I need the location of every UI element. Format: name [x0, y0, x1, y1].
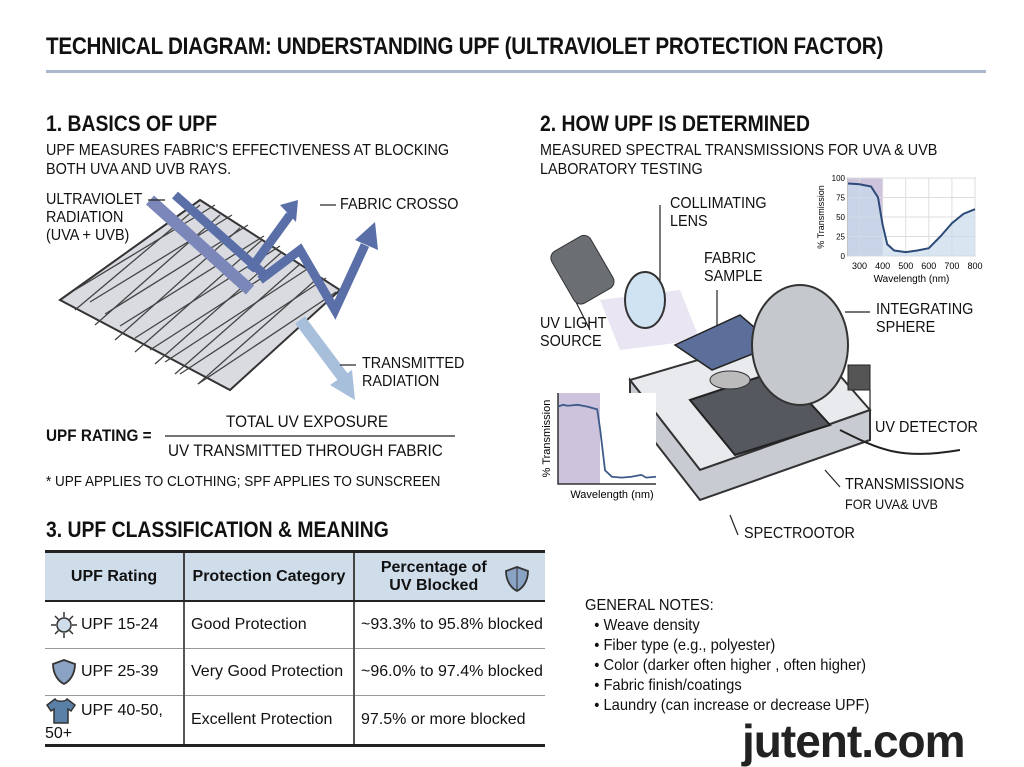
transmissions-sub-label: FOR UVA& UVB: [845, 496, 938, 512]
label-line: ULTRAVIOLET: [46, 191, 143, 208]
spectro-label: SPECTROOTOR: [744, 525, 855, 542]
x-tick-label: 800: [967, 261, 982, 271]
section2-heading: 2. HOW UPF IS DETERMINED: [540, 111, 810, 136]
table-row: UPF 15-24 Good Protection ~93.3% to 95.8…: [45, 601, 545, 649]
note-item: • Fabric finish/coatings: [594, 677, 742, 694]
category: Good Protection: [184, 601, 355, 649]
desc-line: UPF MEASURES FABRIC'S EFFECTIVENESS AT B…: [46, 142, 450, 159]
table-row: UPF 40-50, 50+ Excellent Protection 97.5…: [45, 695, 545, 747]
tshirt-icon: [45, 697, 77, 724]
y-tick-label: 100: [832, 174, 846, 183]
rating: UPF 15-24: [81, 616, 159, 634]
label-line: SPHERE: [876, 319, 936, 336]
blocked: 97.5% or more blocked: [354, 695, 545, 747]
page-title: TECHNICAL DIAGRAM: UNDERSTANDING UPF (UL…: [46, 33, 884, 60]
x-tick-label: 400: [875, 261, 890, 271]
note-item: • Weave density: [594, 617, 700, 634]
x-axis-label: Wavelength (nm): [874, 274, 950, 285]
uv-ray-arrows: [145, 191, 378, 400]
col-header: Percentage of UV Blocked: [354, 550, 545, 602]
label-line: COLLIMATING: [670, 195, 767, 212]
detector-label: UV DETECTOR: [875, 419, 978, 436]
lens-label: COLLIMATING LENS: [670, 195, 767, 231]
rating: UPF 25-39: [81, 663, 159, 681]
shield-icon: [505, 565, 530, 592]
desc-line: MEASURED SPECTRAL TRANSMISSIONS FOR UVA …: [540, 142, 938, 159]
label-line: UV LIGHT: [540, 315, 607, 332]
category: Excellent Protection: [184, 695, 355, 747]
x-tick-label: 300: [852, 261, 867, 271]
label-line: INTEGRATING: [876, 301, 974, 318]
x-axis-label: Wavelength (nm): [570, 489, 653, 501]
desc-line: LABORATORY TESTING: [540, 161, 703, 178]
axes: [557, 393, 656, 485]
shield-icon: [52, 659, 76, 686]
col-header: Protection Category: [184, 550, 355, 602]
series-area: [848, 183, 975, 256]
label-line: RADIATION: [46, 209, 124, 226]
col-header-text: Percentage of UV Blocked: [380, 558, 487, 594]
series-line: [557, 403, 657, 479]
footnote: * UPF APPLIES TO CLOTHING; SPF APPLIES T…: [46, 473, 441, 490]
title-rule: [46, 70, 986, 73]
label-line: SAMPLE: [704, 268, 763, 285]
x-tick-label: 700: [944, 261, 959, 271]
section1-heading: 1. BASICS OF UPF: [46, 111, 218, 136]
uv-detector: [847, 364, 871, 391]
rating: UPF 40-50, 50+: [45, 702, 163, 742]
y-axis-label: % Transmission: [541, 400, 553, 478]
sphere-label: INTEGRATING SPHERE: [876, 301, 973, 337]
note-item: • Color (darker often higher , often hig…: [594, 657, 867, 674]
general-notes: GENERAL NOTES: • Weave density • Fiber t…: [585, 596, 894, 716]
transmission-chart-2: Wavelength (nm) % Transmission: [541, 393, 657, 501]
watermark: jutent.com: [742, 715, 966, 767]
label-line: SOURCE: [540, 333, 602, 350]
section1-description: UPF MEASURES FABRIC'S EFFECTIVENESS AT B…: [46, 141, 449, 179]
y-tick-label: 0: [841, 252, 846, 261]
source-label: UV LIGHT SOURCE: [540, 315, 606, 351]
note-item: • Laundry (can increase or decrease UPF): [594, 697, 870, 714]
label-line: FABRIC: [704, 250, 757, 267]
transmissions-label: TRANSMISSIONS: [845, 476, 965, 493]
blocked: ~96.0% to 97.4% blocked: [354, 648, 545, 696]
label-line: LENS: [670, 213, 708, 230]
x-tick-label: 600: [921, 261, 936, 271]
fabric-label: FABRIC CROSSO: [340, 196, 459, 213]
y-axis-label: % Transmission: [816, 185, 826, 249]
label-line: RADIATION: [362, 373, 440, 390]
y-tick-label: 25: [836, 233, 845, 242]
desc-line: BOTH UVA AND UVB RAYS.: [46, 161, 232, 178]
upf-classification-table: UPF Rating Protection Category Percentag…: [45, 550, 545, 747]
note-item: • Fiber type (e.g., polyester): [594, 637, 776, 654]
uv-radiation-label: ULTRAVIOLET RADIATION (UVA + UVB): [46, 191, 142, 245]
integrating-sphere: [751, 284, 849, 406]
formula-denominator: UV TRANSMITTED THROUGH FABRIC: [168, 441, 443, 460]
blocked: ~93.3% to 95.8% blocked: [354, 601, 545, 649]
formula-numerator: TOTAL UV EXPOSURE: [226, 412, 389, 431]
formula-lhs: UPF RATING =: [46, 426, 152, 445]
col-header: UPF Rating: [45, 550, 185, 602]
table-header-row: UPF Rating Protection Category Percentag…: [45, 550, 545, 602]
table-row: UPF 25-39 Very Good Protection ~96.0% to…: [45, 648, 545, 696]
category: Very Good Protection: [184, 648, 355, 696]
collimating-lens: [624, 271, 666, 329]
y-tick-label: 50: [836, 213, 845, 222]
section2-description: MEASURED SPECTRAL TRANSMISSIONS FOR UVA …: [540, 141, 937, 179]
section3-heading: 3. UPF CLASSIFICATION & MEANING: [46, 517, 389, 542]
y-tick-label: 75: [836, 194, 845, 203]
sun-icon: [51, 612, 77, 638]
x-tick-label: 500: [898, 261, 913, 271]
series-line: [847, 182, 976, 254]
lab-apparatus-illustration: [550, 234, 961, 502]
sample-label: FABRIC SAMPLE: [704, 250, 762, 286]
notes-heading: GENERAL NOTES:: [585, 597, 714, 614]
uv-band: [558, 393, 600, 484]
transmitted-label: TRANSMITTED RADIATION: [362, 355, 464, 391]
label-line: TRANSMITTED: [362, 355, 465, 372]
label-line: (UVA + UVB): [46, 227, 130, 244]
